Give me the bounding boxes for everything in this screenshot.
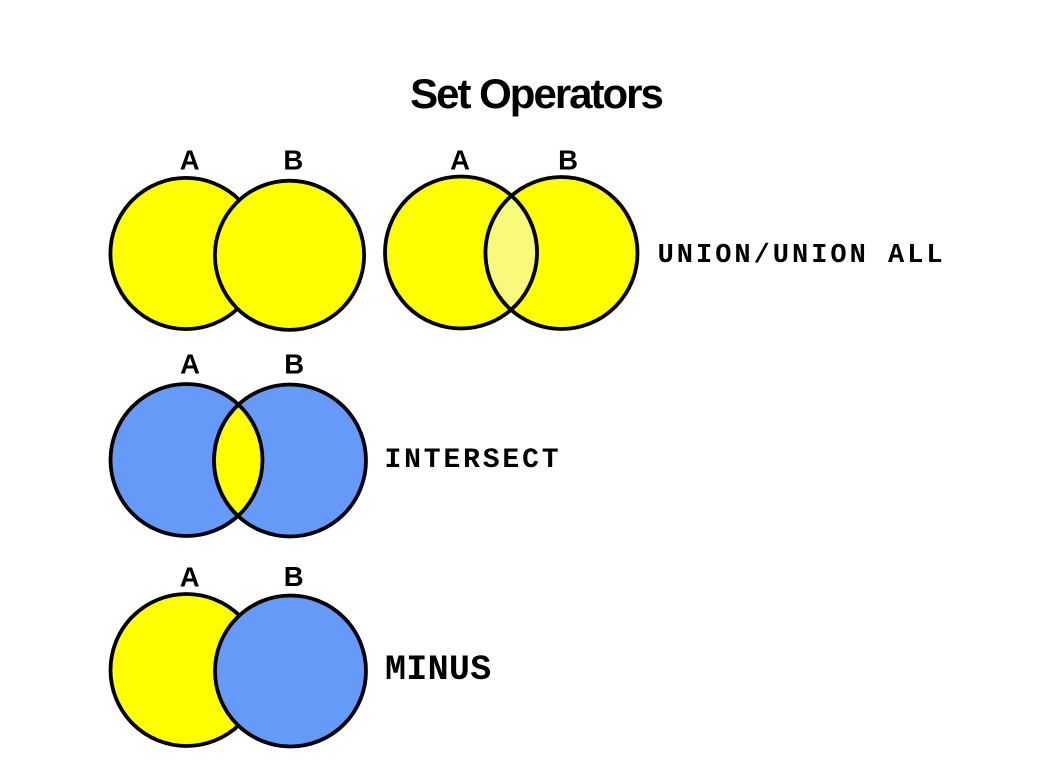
svg-text:MINUS: MINUS	[385, 650, 492, 690]
svg-text:A: A	[180, 349, 200, 380]
svg-text:A: A	[180, 145, 200, 176]
svg-text:B: B	[284, 561, 304, 592]
svg-text:Set Operators: Set Operators	[410, 70, 662, 117]
svg-text:UNION/UNION ALL: UNION/UNION ALL	[658, 241, 946, 271]
svg-text:A: A	[180, 561, 200, 592]
svg-text:B: B	[283, 145, 303, 176]
svg-text:A: A	[450, 145, 470, 176]
svg-text:B: B	[558, 145, 578, 176]
svg-text:INTERSECT: INTERSECT	[385, 445, 562, 476]
svg-text:B: B	[284, 349, 304, 380]
